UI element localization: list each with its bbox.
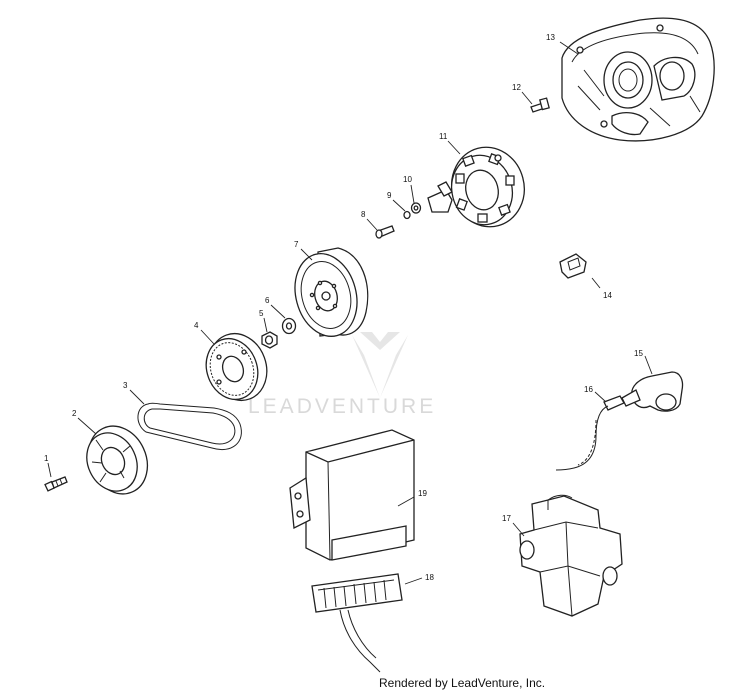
callout-18: 18 xyxy=(425,573,434,582)
part-19-cdi-box[interactable] xyxy=(289,429,415,561)
callout-11: 11 xyxy=(439,132,448,141)
callout-16: 16 xyxy=(584,385,593,394)
callout-5: 5 xyxy=(259,309,264,318)
part-7-flywheel[interactable] xyxy=(286,247,369,344)
callout-3: 3 xyxy=(123,381,128,390)
callout-14: 14 xyxy=(603,291,612,300)
callout-10: 10 xyxy=(403,175,412,184)
part-14-clip[interactable] xyxy=(559,253,587,279)
leadventure-watermark-logo xyxy=(352,332,408,398)
leader-lines xyxy=(47,41,653,585)
part-15-spark-plug-cap[interactable] xyxy=(621,371,684,412)
callout-7: 7 xyxy=(294,240,299,249)
part-1-bolt[interactable] xyxy=(44,476,68,492)
callout-15: 15 xyxy=(634,349,643,358)
part-11-stator[interactable] xyxy=(427,139,533,235)
part-12-bolt[interactable] xyxy=(530,97,550,113)
callout-2: 2 xyxy=(72,409,77,418)
part-13-stator-housing[interactable] xyxy=(561,17,715,142)
render-credit: Rendered by LeadVenture, Inc. xyxy=(379,676,546,690)
callout-8: 8 xyxy=(361,210,366,219)
callout-13: 13 xyxy=(546,33,555,42)
callout-19: 19 xyxy=(418,489,427,498)
part-9-lock-washer[interactable] xyxy=(403,210,411,220)
part-18-connector[interactable] xyxy=(311,573,403,673)
part-6-washer[interactable] xyxy=(281,317,297,335)
callout-4: 4 xyxy=(194,321,199,330)
callout-17: 17 xyxy=(502,514,511,523)
part-3-belt[interactable] xyxy=(137,402,242,450)
part-10-washer[interactable] xyxy=(410,202,422,214)
part-16-ignition-lead[interactable] xyxy=(555,395,625,471)
callout-12: 12 xyxy=(512,83,521,92)
part-5-nut[interactable] xyxy=(261,331,278,349)
part-4-starter-gear[interactable] xyxy=(198,325,276,408)
callout-numbers: 1 2 3 4 5 6 7 8 9 10 11 12 13 14 15 16 1… xyxy=(44,33,643,582)
part-17-ignition-coil[interactable] xyxy=(519,494,623,617)
part-2-drive-cup[interactable] xyxy=(78,416,159,503)
callout-6: 6 xyxy=(265,296,270,305)
watermark-text: LEADVENTURE xyxy=(248,395,436,418)
part-8-screw[interactable] xyxy=(375,225,395,239)
callout-9: 9 xyxy=(387,191,392,200)
callout-1: 1 xyxy=(44,454,49,463)
